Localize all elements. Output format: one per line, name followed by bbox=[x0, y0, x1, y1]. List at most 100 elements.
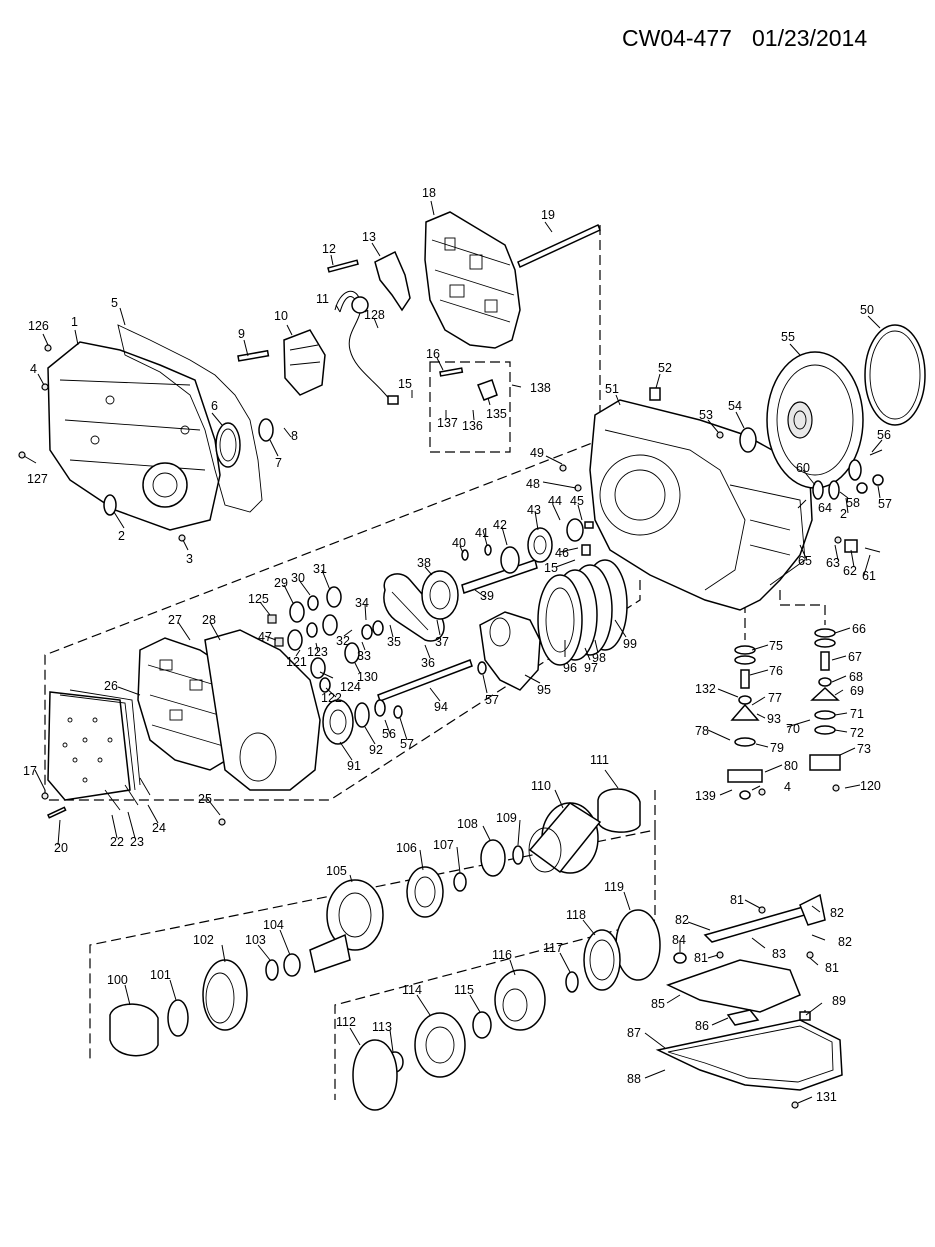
callout-54: 54 bbox=[728, 399, 742, 413]
callout-81-top: 81 bbox=[730, 893, 744, 907]
callout-109: 109 bbox=[496, 811, 517, 825]
callout-94: 94 bbox=[434, 700, 448, 714]
callout-120: 120 bbox=[860, 779, 881, 793]
callout-5: 5 bbox=[111, 296, 118, 310]
callout-65: 65 bbox=[798, 554, 812, 568]
callout-58: 58 bbox=[846, 496, 860, 510]
callout-117: 117 bbox=[543, 941, 563, 955]
callout-93: 93 bbox=[767, 712, 781, 726]
gear-parts-112-119 bbox=[352, 909, 661, 1111]
callout-6: 6 bbox=[211, 399, 218, 413]
callout-1: 1 bbox=[71, 315, 78, 329]
callout-69: 69 bbox=[850, 684, 864, 698]
case-cover-part-1 bbox=[47, 341, 221, 531]
callout-24: 24 bbox=[152, 821, 166, 835]
callout-139: 139 bbox=[695, 789, 716, 803]
callout-128: 128 bbox=[364, 308, 385, 322]
callout-19: 19 bbox=[541, 208, 555, 222]
callout-130: 130 bbox=[357, 670, 378, 684]
callout-15-case: 15 bbox=[544, 561, 558, 575]
callout-28: 28 bbox=[202, 613, 216, 627]
callout-39: 39 bbox=[480, 589, 494, 603]
cover-part-28 bbox=[204, 629, 321, 791]
callout-27: 27 bbox=[168, 613, 182, 627]
callout-115: 115 bbox=[454, 983, 474, 997]
callout-72: 72 bbox=[850, 726, 864, 740]
washers-parts-40-41 bbox=[461, 464, 594, 561]
callout-66: 66 bbox=[852, 622, 866, 636]
callout-23: 23 bbox=[130, 835, 144, 849]
callout-118: 118 bbox=[566, 908, 586, 922]
callout-12: 12 bbox=[322, 242, 336, 256]
clutch-pack-parts-96-99 bbox=[537, 559, 628, 666]
callout-18: 18 bbox=[422, 186, 436, 200]
callout-101: 101 bbox=[150, 968, 171, 982]
valve-body-part-18 bbox=[424, 211, 521, 349]
callout-48: 48 bbox=[526, 477, 540, 491]
callout-63: 63 bbox=[826, 556, 840, 570]
callout-132: 132 bbox=[695, 682, 716, 696]
callout-99: 99 bbox=[623, 637, 637, 651]
callout-106: 106 bbox=[396, 841, 417, 855]
callout-71: 71 bbox=[850, 707, 864, 721]
callout-2: 2 bbox=[118, 529, 125, 543]
callout-51: 51 bbox=[605, 382, 619, 396]
callout-4: 4 bbox=[30, 362, 37, 376]
gear-part-42 bbox=[500, 546, 520, 574]
callout-11: 11 bbox=[316, 292, 329, 306]
callout-121: 121 bbox=[286, 655, 307, 669]
callout-87: 87 bbox=[627, 1026, 641, 1040]
callout-34: 34 bbox=[355, 596, 369, 610]
small-gears-cluster bbox=[267, 586, 384, 693]
callout-56: 56 bbox=[877, 428, 891, 442]
callout-103: 103 bbox=[245, 933, 266, 947]
cover-gasket-part-5 bbox=[117, 324, 263, 513]
small-parts-left bbox=[18, 259, 464, 542]
callout-89: 89 bbox=[832, 994, 846, 1008]
callout-46: 46 bbox=[555, 546, 569, 560]
callout-136: 136 bbox=[462, 419, 483, 433]
washers-parts-92-56-57 bbox=[354, 661, 487, 728]
callout-17: 17 bbox=[23, 764, 37, 778]
transmission-case-part-51 bbox=[589, 399, 813, 611]
callout-8: 8 bbox=[291, 429, 298, 443]
callout-107: 107 bbox=[433, 838, 454, 852]
separator-plates-parts-22-24 bbox=[47, 689, 151, 811]
callout-57-shaft: 57 bbox=[485, 693, 499, 707]
callout-42: 42 bbox=[493, 518, 507, 532]
callout-98: 98 bbox=[592, 651, 606, 665]
callout-108: 108 bbox=[457, 817, 478, 831]
callout-57-case: 57 bbox=[878, 497, 892, 511]
callout-45: 45 bbox=[570, 494, 584, 508]
callout-38: 38 bbox=[417, 556, 431, 570]
bolts-lower-left bbox=[41, 792, 226, 826]
callout-110: 110 bbox=[531, 779, 551, 793]
diagram-code: CW04-477 bbox=[622, 25, 732, 51]
filter-parts-81-86 bbox=[666, 893, 826, 1026]
callout-44: 44 bbox=[548, 494, 562, 508]
gear-part-91 bbox=[322, 699, 354, 745]
callout-102: 102 bbox=[193, 933, 214, 947]
callout-83: 83 bbox=[772, 947, 786, 961]
callout-20: 20 bbox=[54, 841, 68, 855]
callout-47: 47 bbox=[258, 630, 272, 644]
callout-126: 126 bbox=[28, 319, 49, 333]
callout-137: 137 bbox=[437, 416, 458, 430]
sensor-part-135 bbox=[477, 379, 498, 401]
callout-30: 30 bbox=[291, 571, 305, 585]
callout-92: 92 bbox=[369, 743, 383, 757]
callout-37: 37 bbox=[435, 635, 449, 649]
seal-part-6 bbox=[215, 422, 241, 468]
servo-stack-right bbox=[758, 628, 841, 796]
callout-125: 125 bbox=[248, 592, 269, 606]
callout-119: 119 bbox=[604, 880, 624, 894]
bracket-part-13 bbox=[374, 250, 411, 312]
callout-96: 96 bbox=[563, 661, 577, 675]
oil-pan-parts-87-88 bbox=[655, 1011, 843, 1109]
diagram-date: 01/23/2014 bbox=[752, 25, 867, 51]
callout-52: 52 bbox=[658, 361, 672, 375]
callout-55: 55 bbox=[781, 330, 795, 344]
callout-16: 16 bbox=[426, 347, 440, 361]
callout-79: 79 bbox=[770, 741, 784, 755]
